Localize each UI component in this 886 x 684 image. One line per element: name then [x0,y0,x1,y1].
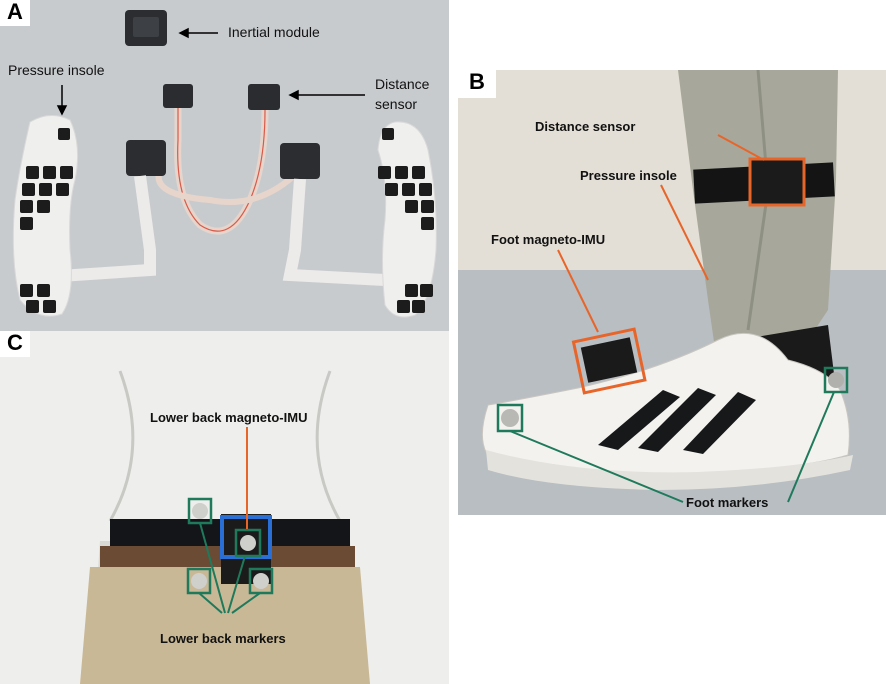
lower-back-imu-label: Lower back magneto-IMU [150,410,308,425]
foot-markers-label: Foot markers [686,495,769,510]
lower-back-markers-label: Lower back markers [160,631,286,646]
photo-panel-a [0,0,449,331]
sensor-layout-illustration [0,0,449,331]
inertial-module-device [125,10,167,46]
photo-panel-c [0,331,449,684]
panel-label-a: A [0,0,30,26]
distance-sensor-label-a-line2: sensor [375,96,418,112]
foot-imu-label: Foot magneto-IMU [491,232,606,247]
inertial-module-label: Inertial module [228,24,320,40]
distance-sensor-label-b: Distance sensor [535,119,636,134]
pressure-insole-label-b: Pressure insole [580,168,677,183]
distance-sensor-label-a-line1: Distance [375,76,430,92]
photo-panel-b [458,70,886,515]
shoe-leg-illustration [458,70,886,515]
panel-label-b: B [458,70,496,98]
pressure-insole-label-a: Pressure insole [8,62,105,78]
lower-back-illustration [0,331,449,684]
panel-label-c: C [0,331,30,357]
